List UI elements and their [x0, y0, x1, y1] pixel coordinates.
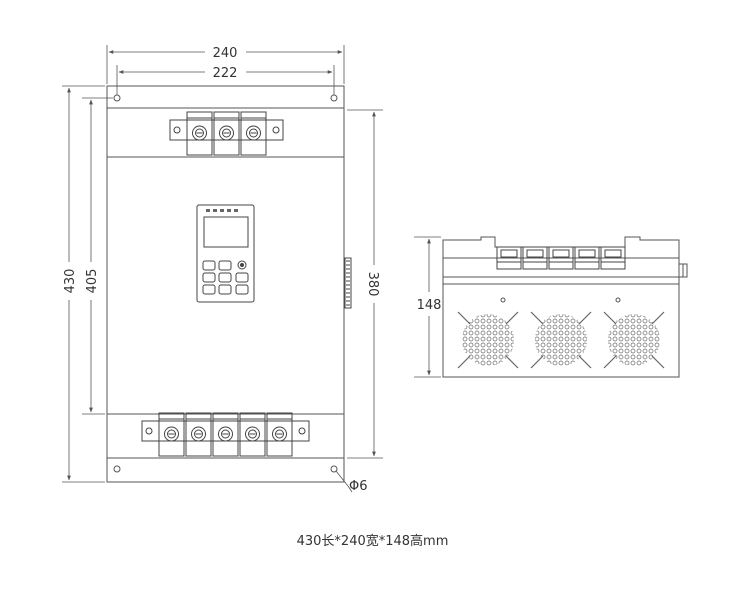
fan-grilles [457, 311, 665, 369]
fan-corner [603, 355, 617, 369]
terminal-screw-inner [221, 429, 230, 439]
led-indicators [206, 209, 238, 212]
side-terminal-cap [552, 249, 570, 258]
side-terminal-cap [500, 249, 518, 258]
front-outer-plate [106, 85, 345, 483]
side-terminal-cap [604, 249, 622, 258]
fan-corner [603, 311, 617, 325]
fan-corner [530, 311, 544, 325]
terminal-cell [212, 412, 239, 457]
mount-hole [330, 465, 338, 473]
terminal-screw-inner [249, 128, 258, 138]
side-terminal-cell [496, 246, 522, 270]
terminal-screw [219, 125, 234, 141]
fan-corner [530, 355, 544, 369]
top-terminal-block [169, 111, 284, 156]
fan-corner [457, 355, 471, 369]
dim-width-outer: 240 [213, 46, 238, 61]
terminal-screw-inner [275, 429, 284, 439]
fan-grille-holes [608, 314, 660, 366]
side-terminal-cell [574, 246, 600, 270]
dim-height-body: 380 [365, 272, 380, 297]
terminal-screw [191, 426, 206, 442]
terminal-cell [240, 111, 267, 156]
fan-grille [603, 311, 665, 369]
side-terminal-cap [578, 249, 596, 258]
side-dimensions [414, 236, 441, 378]
knob-icon [237, 260, 247, 270]
dim-side-height: 148 [417, 298, 442, 313]
terminal-cell [239, 412, 266, 457]
terminal-cell [213, 111, 240, 156]
terminal-screw-inner [167, 429, 176, 439]
side-terminal-block [496, 246, 626, 270]
side-terminal-cell [600, 246, 626, 270]
mount-hole [113, 94, 121, 102]
fan-grille-holes [535, 314, 587, 366]
side-body [442, 283, 680, 378]
terminal-screw [272, 426, 287, 442]
terminal-cell [158, 412, 185, 457]
fan-corner [651, 311, 665, 325]
side-terminal-cap [526, 249, 544, 258]
dim-width-holes: 222 [213, 66, 238, 81]
caption-dimensions: 430长*240宽*148高mm [296, 534, 449, 549]
terminal-screw-inner [248, 429, 257, 439]
mount-hole [330, 94, 338, 102]
fan-corner [505, 311, 519, 325]
terminal-cell [186, 111, 213, 156]
side-connector [344, 257, 352, 309]
fan-corner [578, 311, 592, 325]
terminal-screw [246, 125, 261, 141]
side-terminal-cell [522, 246, 548, 270]
mount-hole [113, 465, 121, 473]
terminal-mount-screw [272, 126, 280, 134]
fan-corner [578, 355, 592, 369]
dim-height-holes: 405 [85, 269, 100, 294]
terminal-mount-screw [173, 126, 181, 134]
fan-corner [651, 355, 665, 369]
fan-corner [457, 311, 471, 325]
terminal-screw-inner [222, 128, 231, 138]
fan-grille-holes [462, 314, 514, 366]
fan-corner [505, 355, 519, 369]
dim-height-outer: 430 [63, 269, 78, 294]
terminal-screw-inner [194, 429, 203, 439]
terminal-screw [192, 125, 207, 141]
terminal-mount-screw [145, 427, 153, 435]
terminal-cell [266, 412, 293, 457]
terminal-screw [164, 426, 179, 442]
bottom-terminal-block [141, 412, 310, 457]
terminal-screw [245, 426, 260, 442]
terminal-screw-inner [195, 128, 204, 138]
terminal-mount-screw [298, 427, 306, 435]
fan-grille [457, 311, 519, 369]
side-terminal-cell [548, 246, 574, 270]
lcd-display [203, 216, 249, 248]
control-panel [196, 204, 255, 303]
keypad [202, 260, 249, 295]
terminal-cell [185, 412, 212, 457]
terminal-screw [218, 426, 233, 442]
fan-grille [530, 311, 592, 369]
front-view [106, 85, 345, 483]
front-dimensions [62, 45, 383, 493]
dim-hole-diameter: Φ6 [349, 479, 368, 494]
